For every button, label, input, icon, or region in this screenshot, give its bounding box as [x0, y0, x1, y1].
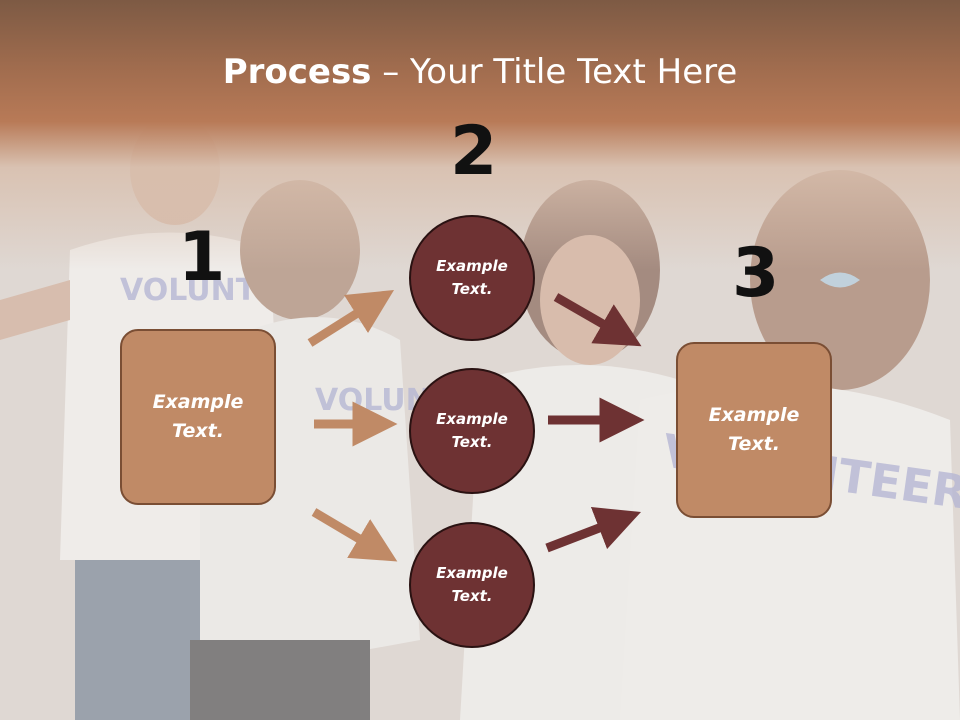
arrow-circle-bottom-to-box3 [545, 507, 642, 553]
step-number-3: 3 [732, 234, 780, 313]
arrow-box1-to-circle-top [307, 289, 395, 347]
circle-top: Example Text. [409, 215, 535, 341]
step-box-3-text: Example Text. [708, 404, 800, 455]
circle-top-text: Example Text. [436, 257, 508, 298]
slide-title-bold: Process [222, 52, 372, 92]
slide-title-rest: – Your Title Text Here [371, 52, 738, 92]
arrow-box1-to-circle-bottom [311, 508, 398, 562]
step-box-1-text: Example Text. [152, 391, 244, 442]
step-number-2: 2 [450, 112, 498, 191]
circle-middle-text: Example Text. [436, 410, 508, 451]
circle-bottom: Example Text. [409, 522, 535, 648]
slide-title: Process – Your Title Text Here [0, 52, 960, 92]
step-box-1: Example Text. [120, 329, 276, 505]
circle-middle: Example Text. [409, 368, 535, 494]
step-box-3: Example Text. [676, 342, 832, 518]
circle-bottom-text: Example Text. [436, 564, 508, 605]
step-number-1: 1 [178, 218, 226, 297]
arrow-circle-top-to-box3 [553, 293, 642, 347]
